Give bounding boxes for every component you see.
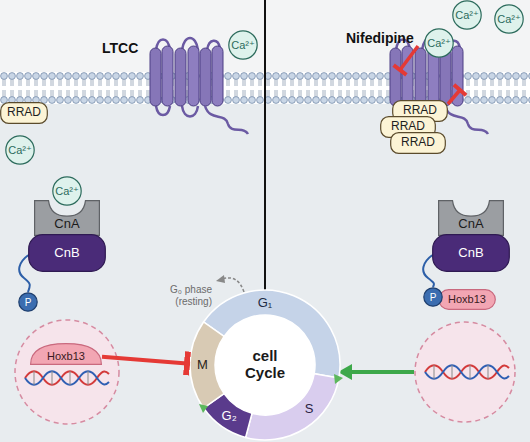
node-shape (495, 5, 523, 33)
cycle-title: cell Cycle (240, 347, 290, 382)
cycle-phase: M (190, 321, 225, 409)
hoxb13-protein: Hoxb13 (30, 343, 102, 365)
inhibition-line (400, 46, 418, 70)
node-shape (453, 1, 481, 29)
node-label: Ca²⁺ (52, 176, 82, 206)
node-label: P (423, 287, 443, 307)
node-label: P (18, 292, 38, 312)
inhibition-line (448, 90, 460, 104)
node-shape (246, 374, 339, 440)
node-label: RRAD (390, 132, 446, 154)
node-label: Ca²⁺ (494, 4, 524, 34)
calcium-ion: Ca²⁺ (452, 0, 482, 30)
node-label: Ca²⁺ (228, 30, 258, 60)
cycle-phase: S (245, 373, 339, 440)
dna-helix (25, 371, 109, 385)
calcineurin-a: CnA (34, 200, 100, 236)
node-shape (6, 136, 34, 164)
node-label: CnB (432, 234, 510, 272)
calcium-ion: Ca²⁺ (5, 135, 35, 165)
node-outline (245, 373, 339, 440)
node-label: CnB (28, 234, 106, 272)
calcium-ion: Ca²⁺ (228, 30, 258, 60)
inhibition-edge (102, 357, 190, 364)
node-shape (53, 177, 81, 205)
node-label: Hoxb13 (30, 343, 102, 365)
node-shape (19, 293, 37, 311)
phosphate-group: P (423, 287, 443, 307)
calcineurin-b: CnB (432, 234, 510, 272)
node-label: Ca²⁺ (5, 135, 35, 165)
node-shape (229, 31, 257, 59)
node-label: Ca²⁺ (424, 28, 454, 58)
node-label: Ca²⁺ (452, 0, 482, 30)
rrad-protein: RRAD (390, 132, 446, 154)
calcium-ion: Ca²⁺ (52, 176, 82, 206)
node-shape (433, 235, 510, 272)
node-label: G₂ (222, 409, 237, 423)
node-label: G₁ (258, 295, 273, 309)
calcineurin-a: CnA (438, 200, 504, 236)
node-label: M (197, 358, 208, 372)
phosphate-group: P (18, 292, 38, 312)
exit-arrow (222, 278, 244, 292)
node-shape (391, 133, 446, 154)
drug-label: Nifedipine (346, 30, 426, 46)
calcium-ion: Ca²⁺ (494, 4, 524, 34)
channel-label: LTCC (102, 40, 162, 56)
node-shape (439, 201, 504, 236)
node-shape (425, 29, 453, 57)
node-shape (1, 103, 48, 124)
arrow-head (216, 275, 225, 283)
node-shape (439, 290, 496, 310)
dna-helix (425, 365, 509, 379)
activation-arrow (350, 370, 414, 374)
node-shape (31, 344, 102, 365)
node-label: Hoxb13 (438, 289, 496, 310)
node-shape (35, 201, 100, 236)
node-label: CnA (34, 200, 100, 236)
nucleus (15, 320, 119, 424)
rrad-protein: RRAD (0, 102, 48, 124)
node-label: RRAD (0, 102, 48, 124)
node-shape (29, 235, 106, 272)
node-label: S (305, 402, 314, 416)
nucleus (415, 322, 515, 422)
node-label: CnA (438, 200, 504, 236)
phase-note: G₀ phase (resting) (152, 284, 212, 307)
calcineurin-b: CnB (28, 234, 106, 272)
inhibition-bar (394, 65, 407, 75)
node-shape (190, 322, 224, 408)
inhibition-bar (454, 85, 466, 95)
panel-divider (264, 0, 266, 290)
node-shape (424, 288, 442, 306)
hoxb13-protein: Hoxb13 (438, 289, 496, 310)
calcium-ion: Ca²⁺ (424, 28, 454, 58)
